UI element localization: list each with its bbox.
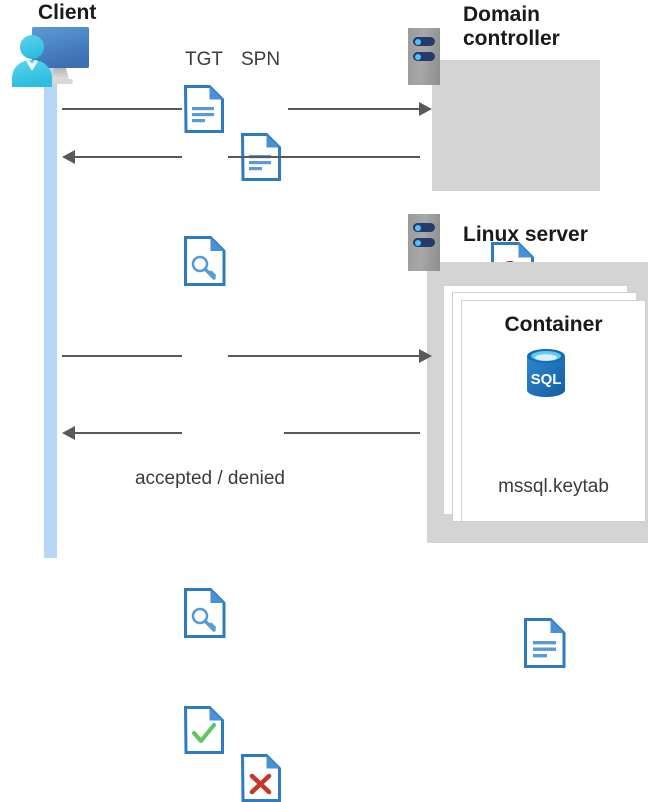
flow3-line-left <box>62 355 182 357</box>
client-user-monitor-icon <box>8 25 94 87</box>
domain-controller-title-line2: controller <box>463 27 560 50</box>
domain-controller-server-rack-icon <box>408 28 440 85</box>
domain-controller-title-line1: Domain <box>463 3 541 26</box>
accepted-check-document-icon <box>184 706 660 754</box>
flow4-line-right <box>284 432 420 434</box>
sql-database-icon: SQL <box>523 346 569 405</box>
request-key-document-icon <box>184 588 660 638</box>
flow1-arrowhead <box>419 102 432 116</box>
container-card-front <box>461 300 646 522</box>
container-title: Container <box>504 313 603 336</box>
flow2-arrowhead <box>62 150 75 164</box>
flow2-line-right <box>228 156 420 158</box>
linux-server-title: Linux server <box>463 223 588 246</box>
flow3-line-right <box>228 355 420 357</box>
tgt-text-document-icon <box>184 85 660 133</box>
flow3-arrowhead <box>419 349 432 363</box>
result-label: accepted / denied <box>134 468 285 489</box>
tgt-label: TGT <box>185 49 223 70</box>
client-lifeline <box>44 64 57 558</box>
ticket-key-document-icon <box>184 236 660 286</box>
flow1-line-right <box>288 108 420 110</box>
domain-controller-panel <box>432 60 600 191</box>
client-title: Client <box>38 1 97 24</box>
keytab-label: mssql.keytab <box>498 476 609 497</box>
svg-text:SQL: SQL <box>531 371 562 388</box>
spn-label: SPN <box>241 49 281 70</box>
flow4-arrowhead <box>62 426 75 440</box>
denied-cross-document-icon <box>241 754 660 802</box>
flow2-line-left <box>75 156 182 158</box>
flow4-line-left <box>75 432 182 434</box>
linux-server-rack-icon <box>408 214 440 271</box>
flow1-line-left <box>62 108 182 110</box>
